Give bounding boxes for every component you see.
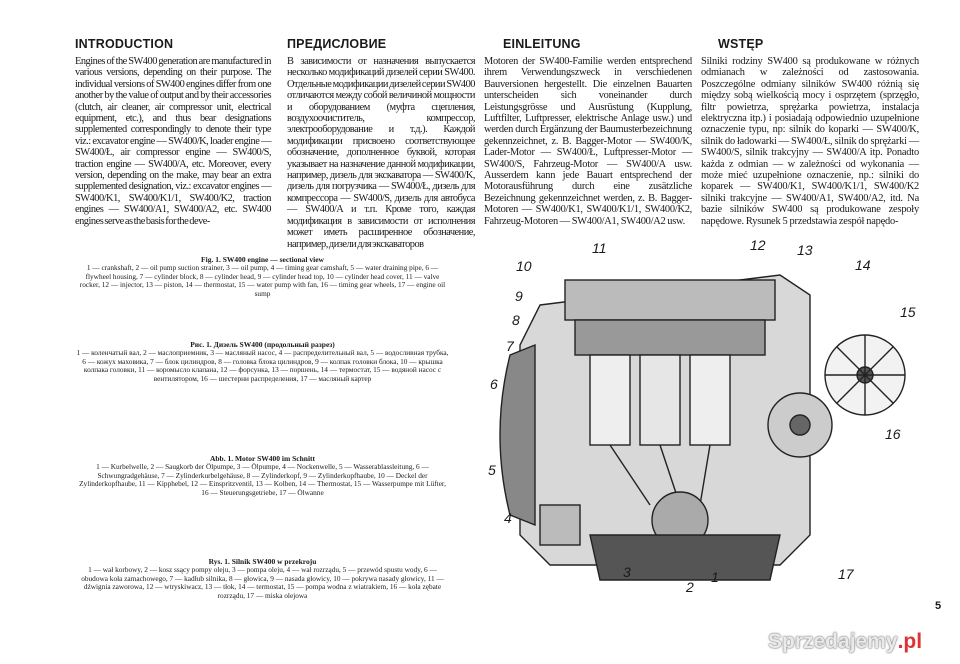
caption-english: Fig. 1. SW400 engine — sectional view 1 …: [79, 255, 446, 298]
column-polish: Silniki rodziny SW400 są produkowane w r…: [701, 56, 919, 227]
figure-label-9: 9: [515, 288, 523, 304]
figure-label-6: 6: [490, 376, 498, 392]
figure-label-8: 8: [512, 312, 520, 328]
figure-label-7: 7: [506, 338, 514, 354]
figure-label-10: 10: [516, 258, 532, 274]
figure-label-2: 2: [686, 579, 694, 595]
caption-german: Abb. 1. Motor SW400 im Schnitt 1 — Kurbe…: [79, 454, 446, 497]
column-russian: В зависимости от назначения выпускается …: [287, 56, 476, 250]
column-english: Engines of the SW400 generation are manu…: [75, 56, 272, 227]
column-german: Motoren der SW400-Familie werden entspre…: [484, 56, 692, 227]
page-number: 5: [935, 600, 942, 612]
figure-label-17: 17: [838, 566, 854, 582]
heading-polish: WSTĘP: [718, 37, 764, 51]
figure-label-15: 15: [900, 304, 916, 320]
watermark: Sprzedajemy.pl: [768, 630, 923, 653]
caption-polish: Rys. 1. Silnik SW400 w przekroju 1 — wał…: [81, 557, 444, 600]
figure-label-4: 4: [504, 510, 512, 526]
caption-russian: Рис. 1. Дизель SW400 (продольный разрез)…: [76, 340, 449, 383]
heading-english: INTRODUCTION: [75, 37, 174, 51]
figure-label-16: 16: [885, 426, 901, 442]
heading-german: EINLEITUNG: [503, 37, 581, 51]
figure-label-14: 14: [855, 257, 871, 273]
figure-label-3: 3: [623, 564, 631, 580]
figure-label-12: 12: [750, 237, 766, 253]
figure-label-5: 5: [488, 462, 496, 478]
figure-label-13: 13: [797, 242, 813, 258]
heading-russian: ПРЕДИСЛОВИЕ: [287, 37, 387, 51]
engine-sectional-illustration: [499, 274, 906, 581]
figure-label-11: 11: [592, 240, 607, 256]
figure-label-1: 1: [711, 569, 719, 585]
